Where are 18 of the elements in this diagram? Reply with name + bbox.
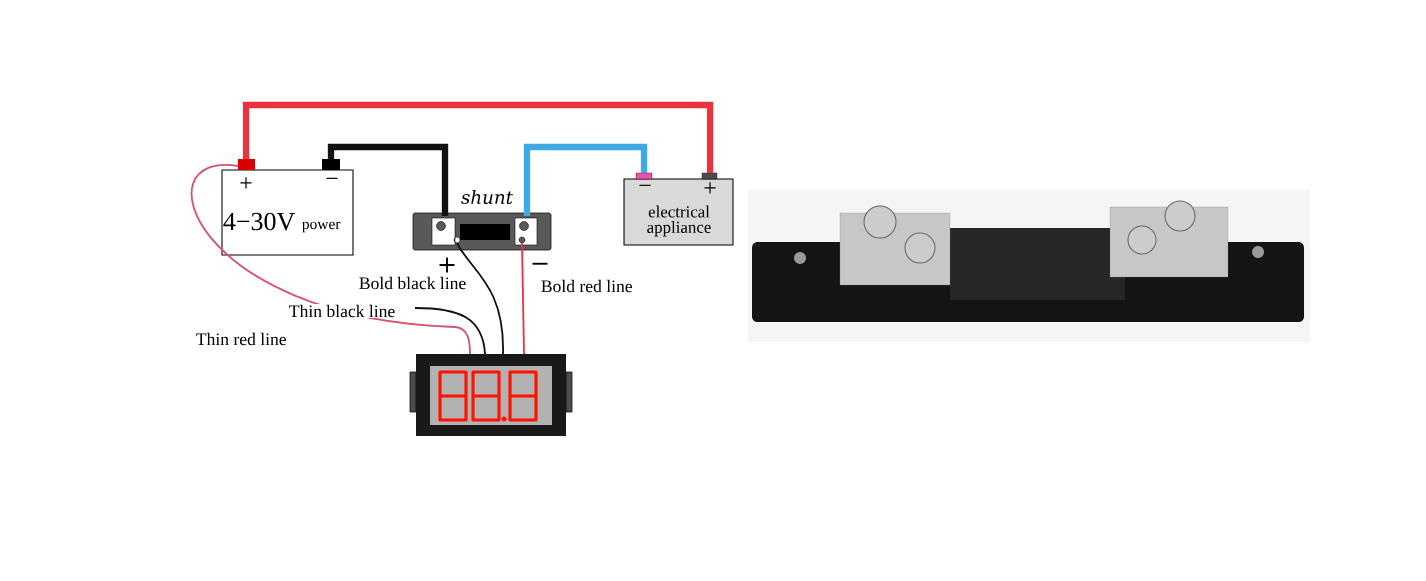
voltage-label: 4−30V xyxy=(223,212,295,231)
digital-meter-drawing xyxy=(409,354,573,436)
plus-sign: + xyxy=(704,182,716,194)
plus-sign: + xyxy=(439,257,455,273)
edge-label: Thin black line xyxy=(288,304,396,318)
edge-label: Thin red line xyxy=(195,332,288,346)
wire xyxy=(414,307,486,355)
minus-sign: − xyxy=(326,177,338,179)
wire xyxy=(456,242,504,355)
wire xyxy=(521,242,525,355)
label: power xyxy=(302,221,341,233)
edge-label: Bold red line xyxy=(540,279,634,293)
label: electrical appliance xyxy=(647,205,711,237)
minus-sign: − xyxy=(532,262,548,265)
plus-sign: + xyxy=(240,177,252,189)
edge-label: Bold black line xyxy=(358,276,467,290)
minus-sign: − xyxy=(639,184,651,186)
shunt-label: shunt xyxy=(461,189,514,205)
